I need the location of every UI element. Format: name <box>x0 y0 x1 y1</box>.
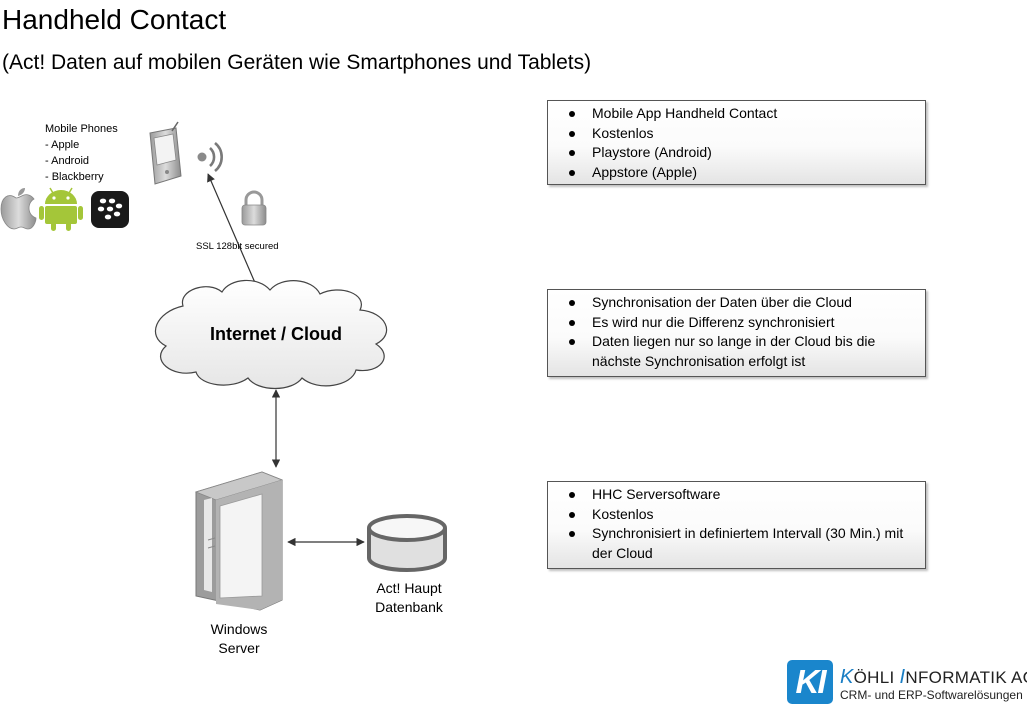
padlock-icon <box>241 190 267 226</box>
server-label: Windows Server <box>196 620 282 658</box>
info-item: Playstore (Android) <box>569 143 917 163</box>
company-logo-mark: KI <box>787 660 833 704</box>
server-tower-icon <box>194 471 284 611</box>
company-name-letter: K <box>840 666 854 688</box>
info-item: Synchronisiert in definiertem Intervall … <box>569 524 917 563</box>
database-icon <box>367 514 447 572</box>
android-icon <box>39 187 83 231</box>
info-item: Synchronisation der Daten über die Cloud <box>569 293 917 313</box>
mobile-phones-item: - Android <box>45 155 90 167</box>
info-item: HHC Serversoftware <box>569 485 917 505</box>
mobile-phones-heading: Mobile Phones <box>45 123 118 135</box>
info-item: Es wird nur die Differenz synchronisiert <box>569 313 917 333</box>
cloud-sync-info-box: Synchronisation der Daten über die Cloud… <box>547 289 926 377</box>
ssl-label: SSL 128bit secured <box>196 241 279 252</box>
cloud-label: Internet / Cloud <box>210 324 342 344</box>
company-name-part: NFORMATIK AG <box>905 668 1027 687</box>
database-label-line: Datenbank <box>375 599 443 615</box>
pda-phone-icon <box>149 121 182 185</box>
info-item: Kostenlos <box>569 505 917 525</box>
company-name: KÖHLI INFORMATIK AG <box>840 666 1027 689</box>
database-label-line: Act! Haupt <box>376 580 442 596</box>
page-subtitle: (Act! Daten auf mobilen Geräten wie Smar… <box>2 51 592 74</box>
mobile-phones-item: - Apple <box>45 139 80 151</box>
mobile-phones-label: Mobile Phones - Apple - Android - Blackb… <box>45 121 118 185</box>
company-tagline: CRM- und ERP-Softwarelösungen <box>840 688 1023 702</box>
server-label-line: Windows <box>210 621 268 637</box>
wireless-signal-icon <box>197 141 223 173</box>
mobile-app-info-box: Mobile App Handheld Contact Kostenlos Pl… <box>547 100 926 185</box>
company-name-part: ÖHLI <box>853 668 900 687</box>
apple-icon <box>0 188 37 230</box>
info-item: Daten liegen nur so lange in der Cloud b… <box>569 332 917 371</box>
phone-cloud-connector <box>207 173 260 293</box>
mobile-phones-item: - Blackberry <box>45 171 104 183</box>
blackberry-icon <box>91 191 129 228</box>
info-item: Appstore (Apple) <box>569 163 917 183</box>
database-label: Act! Haupt Datenbank <box>360 579 458 617</box>
page-title: Handheld Contact <box>2 4 227 35</box>
server-info-box: HHC Serversoftware Kostenlos Synchronisi… <box>547 481 926 569</box>
info-item: Kostenlos <box>569 124 917 144</box>
info-item: Mobile App Handheld Contact <box>569 104 917 124</box>
server-label-line: Server <box>218 640 260 656</box>
cloud-icon <box>154 279 388 389</box>
company-name-letter: I <box>899 666 906 688</box>
